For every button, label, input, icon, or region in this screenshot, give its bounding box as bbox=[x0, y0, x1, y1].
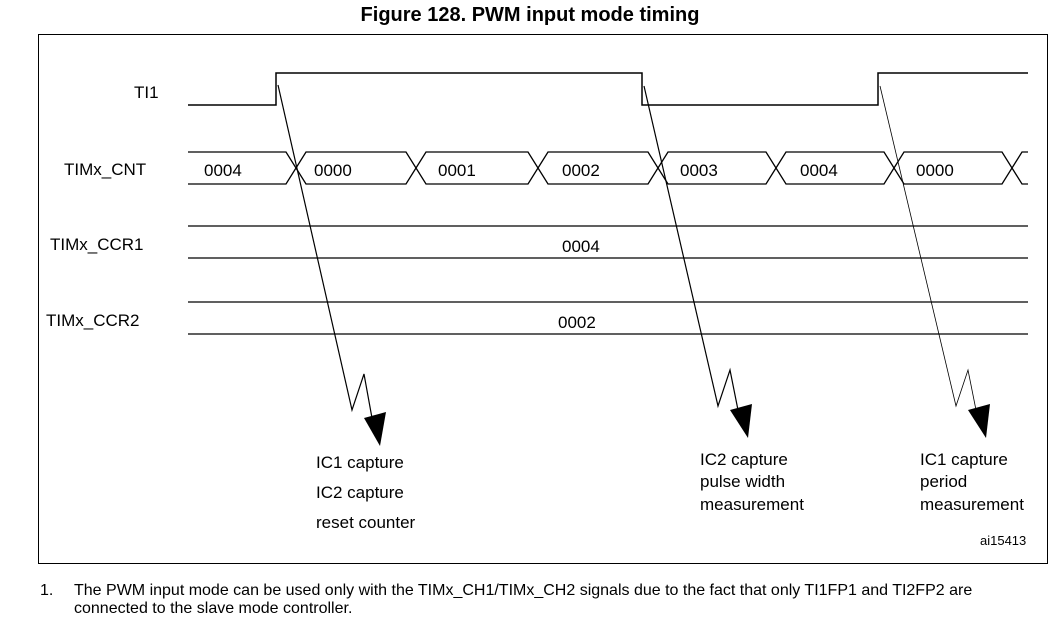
annotation-1-line-3: reset counter bbox=[316, 513, 416, 532]
cnt-value: 0003 bbox=[680, 161, 718, 180]
annotation-3-line-1: IC1 capture bbox=[920, 450, 1008, 469]
annotation-2-line-1: IC2 capture bbox=[700, 450, 788, 469]
cnt-value: 0004 bbox=[800, 161, 838, 180]
ti1-waveform bbox=[188, 72, 1028, 106]
ccr1-label: TIMx_CCR1 bbox=[50, 235, 144, 254]
ti1-label: TI1 bbox=[134, 83, 159, 102]
annotation-3-line-2: period bbox=[920, 472, 967, 491]
cnt-label: TIMx_CNT bbox=[64, 160, 146, 179]
timing-diagram: TI1 TIMx_CNT TIMx_CCR1 TIMx_CCR2 0004 00… bbox=[46, 72, 1028, 548]
annotation-2-line-2: pulse width bbox=[700, 472, 785, 491]
annotation-3-line-3: measurement bbox=[920, 495, 1024, 514]
figure-title: Figure 128. PWM input mode timing bbox=[360, 4, 700, 26]
capture-arrow-1 bbox=[277, 84, 386, 446]
cnt-value: 0002 bbox=[562, 161, 600, 180]
footnote-number: 1. bbox=[40, 582, 54, 599]
cnt-value: 0000 bbox=[314, 161, 352, 180]
annotation-2-line-3: measurement bbox=[700, 495, 804, 514]
footnote-text: The PWM input mode can be used only with… bbox=[74, 582, 973, 617]
ccr1-value: 0004 bbox=[562, 237, 600, 256]
cnt-value: 0004 bbox=[204, 161, 242, 180]
capture-arrow-3 bbox=[879, 85, 990, 438]
figure-ref-code: ai15413 bbox=[980, 533, 1026, 548]
annotation-1-line-1: IC1 capture bbox=[316, 453, 404, 472]
cnt-value: 0000 bbox=[916, 161, 954, 180]
cnt-value: 0001 bbox=[438, 161, 476, 180]
capture-arrow-2 bbox=[643, 85, 752, 438]
annotation-1-line-2: IC2 capture bbox=[316, 483, 404, 502]
cnt-bus bbox=[188, 151, 1028, 185]
figure-frame bbox=[38, 34, 1048, 564]
ccr2-value: 0002 bbox=[558, 313, 596, 332]
ccr2-label: TIMx_CCR2 bbox=[46, 311, 140, 330]
